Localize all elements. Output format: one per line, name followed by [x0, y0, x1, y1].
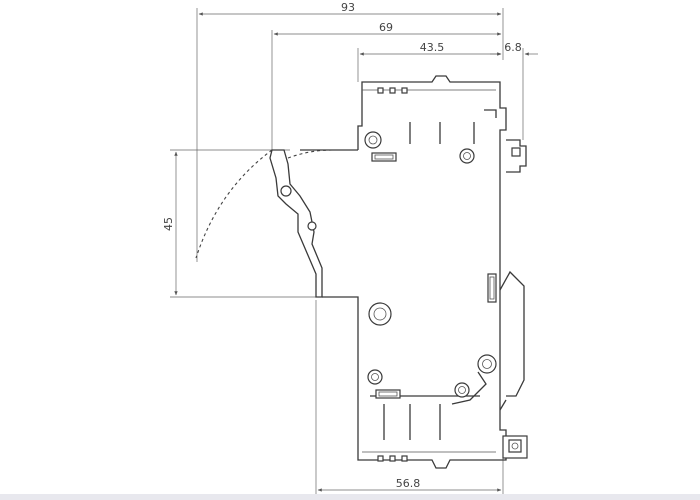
dimension-6-8: 6.8: [490, 41, 538, 140]
slots: [371, 152, 497, 399]
dimension-69-label: 69: [379, 21, 393, 34]
dimension-43-5: 43.5: [357, 41, 502, 82]
lever-pivot: [280, 185, 292, 197]
breaker-body: [300, 75, 507, 469]
page-bottom-edge: [0, 494, 700, 500]
lever-top-hatch: [287, 149, 333, 159]
rail-clip-bottom: [499, 270, 528, 459]
lever-swing-arc: [195, 149, 273, 259]
dimension-43-5-label: 43.5: [420, 41, 445, 54]
dimension-45: 45: [162, 149, 318, 298]
top-notches: [377, 87, 408, 462]
lever: [269, 149, 323, 298]
dimension-93-label: 93: [341, 1, 355, 14]
bottom-terminal-ribs: [370, 395, 480, 440]
screws: [364, 131, 497, 398]
top-terminal-ribs: [409, 109, 497, 144]
dimension-45-label: 45: [162, 217, 175, 231]
lever-pin: [307, 221, 317, 231]
rail-clip-top: [506, 139, 527, 173]
dimension-69: 69: [271, 21, 502, 150]
dimension-56-8: 56.8: [315, 300, 504, 495]
spring-link: [451, 371, 487, 405]
dimension-56-8-label: 56.8: [396, 477, 421, 490]
dimension-93: 93: [196, 1, 504, 262]
dimension-6-8-label: 6.8: [504, 41, 522, 54]
